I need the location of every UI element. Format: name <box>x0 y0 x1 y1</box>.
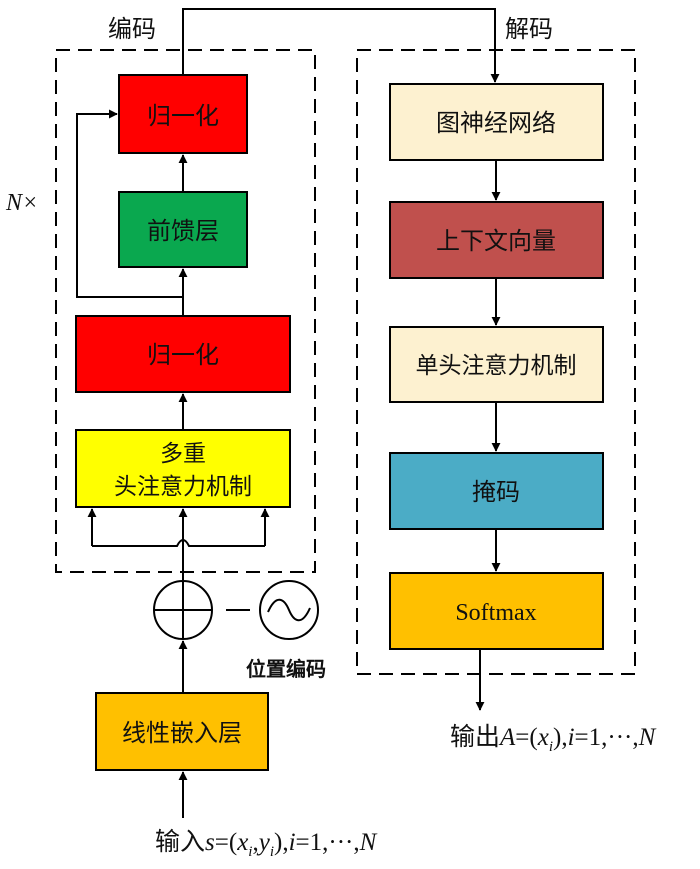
decoder-title: 解码 <box>505 15 553 43</box>
multi-head-attention-block: 多重 头注意力机制 <box>75 429 291 508</box>
norm-bottom-block: 归一化 <box>75 315 291 393</box>
svg-text:头注意力机制: 头注意力机制 <box>114 474 252 500</box>
positional-encoding-label: 位置编码 <box>246 657 326 681</box>
gnn-block: 图神经网络 <box>389 83 604 161</box>
mask-block: 掩码 <box>389 452 604 530</box>
single-head-attention-block: 单头注意力机制 <box>389 326 604 403</box>
svg-text:前馈层: 前馈层 <box>147 217 219 245</box>
repeat-label: N× <box>5 190 38 216</box>
qkv-branches <box>92 539 265 547</box>
input-label: 输入s=(xi,yi),i=1,···,N <box>155 827 378 860</box>
svg-text:图神经网络: 图神经网络 <box>436 109 556 137</box>
sine-wave-icon <box>259 580 319 640</box>
encoder-title: 编码 <box>108 15 156 43</box>
encoder-decoder-connector <box>182 8 500 83</box>
feed-forward-block: 前馈层 <box>118 191 248 268</box>
context-vector-block: 上下文向量 <box>389 201 604 279</box>
svg-text:上下文向量: 上下文向量 <box>436 227 556 255</box>
svg-text:单头注意力机制: 单头注意力机制 <box>416 353 577 379</box>
svg-text:掩码: 掩码 <box>472 478 520 506</box>
svg-text:Softmax: Softmax <box>455 600 536 626</box>
encoder-container <box>55 49 316 573</box>
svg-text:线性嵌入层: 线性嵌入层 <box>122 719 242 747</box>
svg-text:归一化: 归一化 <box>147 341 219 369</box>
svg-text:多重: 多重 <box>160 441 206 467</box>
output-label: 输出A=(xi),i=1,···,N <box>450 722 657 755</box>
add-circle-icon <box>153 580 213 640</box>
svg-text:归一化: 归一化 <box>147 102 219 130</box>
linear-embedding-block: 线性嵌入层 <box>95 692 269 771</box>
norm-top-block: 归一化 <box>118 74 248 154</box>
softmax-block: Softmax <box>389 572 604 650</box>
residual-connection <box>76 109 183 298</box>
